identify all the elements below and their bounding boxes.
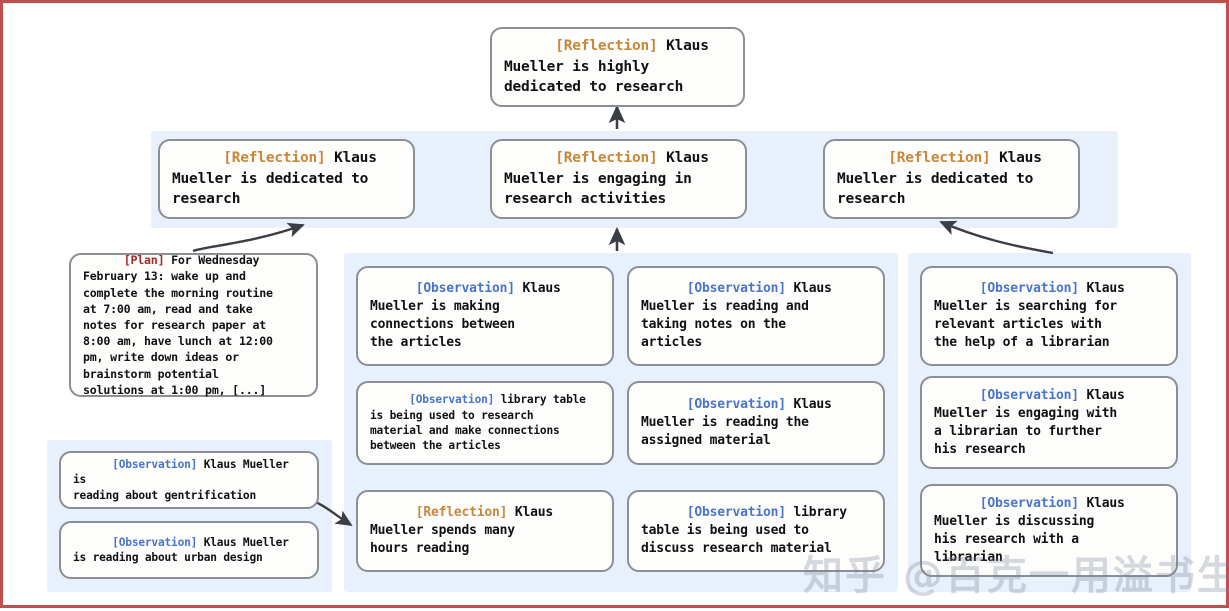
node-col-ml-1-content: [Observation] Klaus Mueller is making co… — [358, 262, 612, 370]
node-left-observation-2-content: [Observation] Klaus Mueller is reading a… — [61, 519, 317, 581]
node-col-m-3-content: [Observation] library table is being use… — [629, 486, 883, 576]
node-col-r-2-content: [Observation] Klaus Mueller is engaging … — [922, 369, 1176, 477]
tag-observation: [Observation] — [112, 457, 198, 471]
node-plan[interactable]: [Plan] For Wednesday February 13: wake u… — [69, 253, 318, 397]
node-reflection-1[interactable]: [Reflection] Klaus Mueller is dedicated … — [158, 139, 415, 219]
tag-reflection: [Reflection] — [415, 505, 508, 520]
node-reflection-2[interactable]: [Reflection] Klaus Mueller is engaging i… — [490, 139, 747, 219]
node-left-observation-1-content: [Observation] Klaus Mueller is reading a… — [61, 441, 317, 518]
node-text: Klaus Mueller is dedicated to research — [172, 150, 377, 208]
node-plan-content: [Plan] For Wednesday February 13: wake u… — [71, 236, 316, 414]
node-text: Klaus Mueller is dedicated to research — [837, 150, 1042, 208]
tag-observation: [Observation] — [979, 495, 1079, 511]
node-text: Klaus Mueller is engaging with a librari… — [934, 387, 1125, 457]
node-text: Klaus Mueller is highly dedicated to res… — [504, 38, 709, 96]
node-text: Klaus Mueller is reading the assigned ma… — [641, 397, 832, 448]
node-col-m-1-content: [Observation] Klaus Mueller is reading a… — [629, 262, 883, 370]
node-left-observation-1[interactable]: [Observation] Klaus Mueller is reading a… — [59, 451, 319, 509]
node-col-r-1-content: [Observation] Klaus Mueller is searching… — [922, 262, 1176, 370]
tag-observation: [Observation] — [415, 281, 515, 296]
node-col-r-3-content: [Observation] Klaus Mueller is discussin… — [922, 477, 1176, 585]
node-reflection-3[interactable]: [Reflection] Klaus Mueller is dedicated … — [823, 139, 1080, 219]
node-col-r-3[interactable]: [Observation] Klaus Mueller is discussin… — [920, 484, 1178, 577]
node-col-ml-1[interactable]: [Observation] Klaus Mueller is making co… — [356, 266, 614, 366]
node-text: Klaus Mueller is engaging in research ac… — [504, 150, 709, 208]
node-text: Klaus Mueller spends many hours reading — [370, 505, 554, 556]
tag-reflection: [Reflection] — [888, 150, 991, 167]
node-col-ml-2-content: [Observation] library table is being use… — [358, 377, 612, 469]
node-col-r-2[interactable]: [Observation] Klaus Mueller is engaging … — [920, 376, 1178, 469]
node-col-m-3[interactable]: [Observation] library table is being use… — [627, 490, 885, 572]
node-root-reflection[interactable]: [Reflection] Klaus Mueller is highly ded… — [490, 27, 745, 107]
node-reflection-1-content: [Reflection] Klaus Mueller is dedicated … — [160, 128, 413, 231]
node-col-m-2-content: [Observation] Klaus Mueller is reading t… — [629, 378, 883, 468]
tag-observation: [Observation] — [112, 535, 198, 549]
tag-reflection: [Reflection] — [555, 38, 658, 55]
node-text: Klaus Mueller is searching for relevant … — [934, 281, 1125, 350]
tag-observation: [Observation] — [979, 281, 1079, 296]
node-text: Klaus Mueller is making connections betw… — [370, 281, 561, 350]
tag-observation: [Observation] — [686, 397, 786, 412]
node-text: Klaus Mueller is reading and taking note… — [641, 281, 832, 350]
node-reflection-3-content: [Reflection] Klaus Mueller is dedicated … — [825, 128, 1078, 231]
tag-observation: [Observation] — [686, 281, 786, 296]
node-col-m-1[interactable]: [Observation] Klaus Mueller is reading a… — [627, 266, 885, 366]
tag-observation: [Observation] — [409, 393, 495, 407]
node-root-reflection-content: [Reflection] Klaus Mueller is highly ded… — [492, 16, 743, 119]
node-col-ml-3-content: [Reflection] Klaus Mueller spends many h… — [358, 486, 612, 576]
tag-reflection: [Reflection] — [555, 150, 658, 167]
node-col-ml-2[interactable]: [Observation] library table is being use… — [356, 381, 614, 465]
node-col-r-1[interactable]: [Observation] Klaus Mueller is searching… — [920, 266, 1178, 366]
tag-observation: [Observation] — [979, 387, 1079, 403]
node-text: For Wednesday February 13: wake up and c… — [83, 253, 273, 397]
tag-observation: [Observation] — [686, 505, 786, 520]
node-col-m-2[interactable]: [Observation] Klaus Mueller is reading t… — [627, 381, 885, 465]
node-col-ml-3[interactable]: [Reflection] Klaus Mueller spends many h… — [356, 490, 614, 572]
node-text: Klaus Mueller is reading about urban des… — [73, 535, 289, 564]
node-text: library table is being used to discuss r… — [641, 505, 847, 556]
node-text: Klaus Mueller is discussing his research… — [934, 495, 1125, 565]
node-text: Klaus Mueller is reading about gentrific… — [73, 457, 289, 502]
tag-plan: [Plan] — [123, 253, 165, 268]
node-text: library table is being used to research … — [370, 393, 586, 453]
tag-reflection: [Reflection] — [223, 150, 326, 167]
node-reflection-2-content: [Reflection] Klaus Mueller is engaging i… — [492, 128, 745, 231]
node-left-observation-2[interactable]: [Observation] Klaus Mueller is reading a… — [59, 521, 319, 579]
